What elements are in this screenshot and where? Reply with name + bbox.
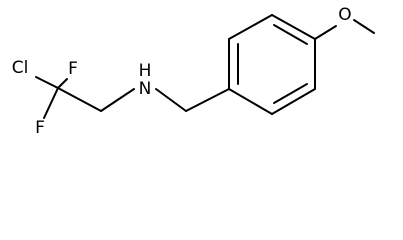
structure-canvas: Cl F F H N O	[11, 5, 375, 138]
bond-ring-o	[314, 25, 337, 40]
ring-double-bond-bottom	[273, 83, 308, 104]
atom-label-chlorine: Cl	[12, 58, 29, 78]
bond-c2-n	[100, 88, 135, 112]
bond-n-c3	[155, 88, 187, 112]
atom-label-nitrogen: N	[139, 79, 152, 99]
bond-c3-ring	[185, 88, 230, 112]
molecule-diagram: Cl F F H N O	[12, 5, 375, 138]
atom-label-hydrogen: H	[139, 61, 152, 81]
bond-c1-f-bottom	[43, 87, 59, 119]
ring-bond-3	[271, 14, 316, 40]
atom-label-fluorine-top: F	[68, 59, 78, 79]
atom-label-oxygen: O	[338, 5, 351, 25]
atom-label-fluorine-bottom: F	[35, 118, 45, 138]
bond-o-ch3	[353, 19, 375, 34]
bond-c1-cl	[35, 76, 59, 89]
bond-c1-f-top	[57, 78, 68, 89]
ring-bond-6	[228, 88, 273, 115]
ring-bond-5	[271, 88, 316, 115]
ring-bond-2	[228, 14, 273, 40]
ring-double-bond-top-right	[273, 24, 308, 45]
bond-c1-c2	[57, 87, 102, 112]
